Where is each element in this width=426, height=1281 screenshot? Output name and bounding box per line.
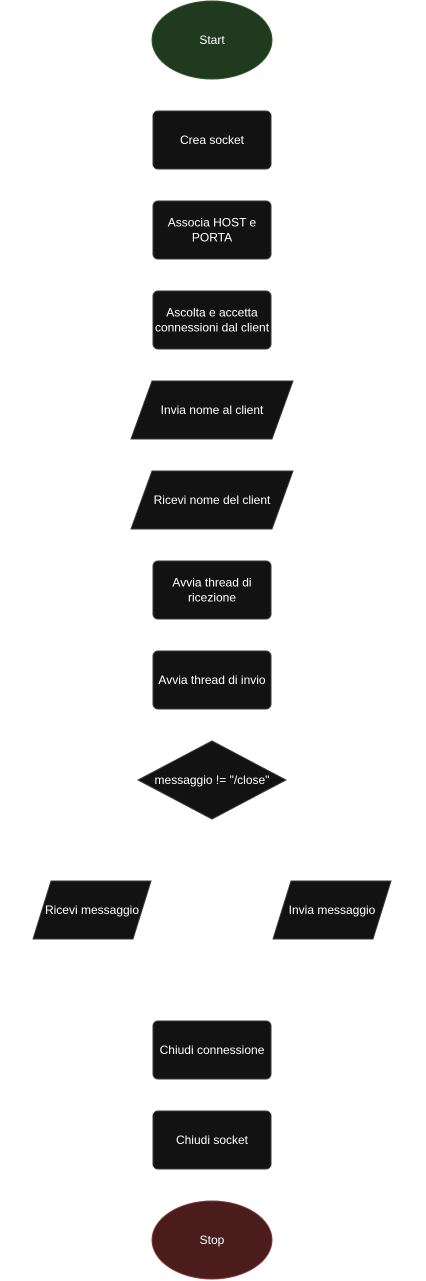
ricevi-messaggio-label-line-1: Ricevi messaggio [45, 903, 139, 917]
invia-nome-parallelogram [130, 380, 294, 440]
ascolta-accetta-label-line-1: Ascolta e accetta [166, 306, 258, 320]
node-invia-nome: Invia nome al client [130, 380, 294, 440]
decisione-messaggio-diamond [136, 740, 288, 820]
node-crea-socket: Crea socket [152, 110, 272, 170]
avvia-thread-invio-label-line-1: Avvia thread di invio [158, 673, 266, 687]
crea-socket-label-line-1: Crea socket [180, 133, 245, 147]
node-start: Start [151, 0, 273, 80]
node-ricevi-messaggio: Ricevi messaggio [32, 880, 152, 940]
invia-nome-label-line-1: Invia nome al client [161, 403, 264, 417]
chiudi-connessione-box [152, 1020, 272, 1080]
node-chiudi-connessione: Chiudi connessione [152, 1020, 272, 1080]
invia-messaggio-parallelogram [272, 880, 392, 940]
decisione-messaggio-label-line-1: messaggio != "/close" [155, 773, 270, 787]
stop-label-line-1: Stop [200, 1233, 225, 1247]
invia-messaggio-label-line-1: Invia messaggio [289, 903, 376, 917]
avvia-thread-invio-box [152, 650, 272, 710]
node-avvia-thread-invio: Avvia thread di invio [152, 650, 272, 710]
node-stop: Stop [151, 1200, 273, 1280]
ricevi-nome-label-line-1: Ricevi nome del client [154, 493, 271, 507]
node-decisione-messaggio: messaggio != "/close" [136, 740, 288, 820]
start-label-line-1: Start [199, 33, 225, 47]
node-chiudi-socket: Chiudi socket [152, 1110, 272, 1170]
ricevi-nome-parallelogram [130, 470, 294, 530]
chiudi-socket-label-line-1: Chiudi socket [176, 1133, 249, 1147]
avvia-thread-ricezione-label-line-1: Avvia thread di [172, 576, 251, 590]
associa-host-porta-box [152, 200, 272, 260]
chiudi-socket-box [152, 1110, 272, 1170]
ascolta-accetta-box [152, 290, 272, 350]
ricevi-messaggio-parallelogram [32, 880, 152, 940]
node-ricevi-nome: Ricevi nome del client [130, 470, 294, 530]
chiudi-connessione-label-line-1: Chiudi connessione [160, 1043, 265, 1057]
ascolta-accetta-label-line-2: connessioni dal client [155, 321, 270, 335]
avvia-thread-ricezione-box [152, 560, 272, 620]
start-ellipse [151, 0, 273, 80]
crea-socket-box [152, 110, 272, 170]
avvia-thread-ricezione-label-line-2: ricezione [188, 591, 236, 605]
node-invia-messaggio: Invia messaggio [272, 880, 392, 940]
associa-host-porta-label-line-2: PORTA [192, 231, 232, 245]
associa-host-porta-label-line-1: Associa HOST e [168, 216, 257, 230]
stop-ellipse [151, 1200, 273, 1280]
